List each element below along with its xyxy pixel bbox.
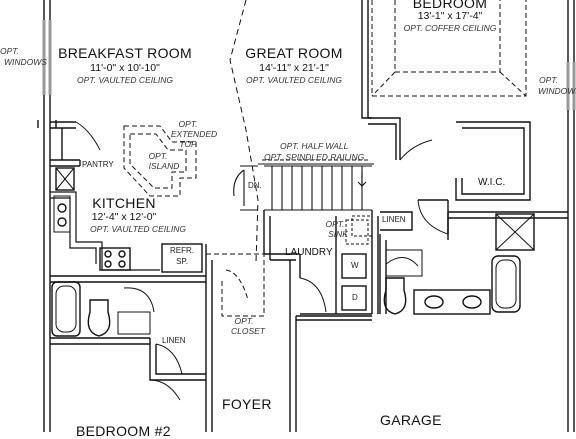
pantry-label: PANTRY (82, 160, 114, 169)
laundry-walls (263, 210, 379, 314)
linen-upper-label: LINEN (382, 215, 406, 224)
hall-wall-left (205, 244, 213, 432)
opt-island-1: OPT. (148, 151, 168, 161)
bedroom-main-name: BEDROOM (412, 0, 488, 11)
breakfast-room-note: OPT. VAULTED CEILING (77, 75, 173, 85)
refr-space-2: SP. (176, 257, 188, 266)
opt-closet (206, 253, 265, 317)
linen-lower-label: LINEN (162, 336, 186, 345)
bedroom-main-dims: 13'-1" x 17'-4" (417, 10, 483, 22)
opt-closet-2: CLOSET (230, 326, 266, 336)
kitchen-note: OPT. VAULTED CEILING (90, 224, 186, 234)
opt-windows-left-2: WINDOWS (4, 57, 47, 67)
opt-half-wall: OPT. HALF WALL (280, 141, 349, 151)
toilet-master (383, 277, 407, 315)
kitchen-name: KITCHEN (92, 195, 156, 211)
breakfast-wall-bottom (50, 121, 76, 129)
wic-walls (455, 121, 531, 201)
wic-name: W.I.C. (478, 177, 506, 188)
opt-closet-1: OPT. (234, 316, 254, 326)
laundry-name: LAUNDRY (285, 247, 333, 258)
bath-tub (491, 255, 521, 313)
garage-name: GARAGE (380, 412, 442, 428)
double-vanity (413, 289, 491, 315)
refr-space-1: REFR. (170, 246, 194, 255)
bath-shower (495, 213, 535, 251)
opt-island-2: ISLAND (148, 161, 180, 171)
washer-label: W (351, 261, 359, 270)
refrigerator-space (161, 243, 203, 273)
washer (341, 253, 367, 279)
master-bath-walls (379, 211, 568, 314)
great-room-dims: 14'-11" x 21'-1" (259, 62, 329, 74)
opt-windows-right-1: OPT. (539, 75, 559, 85)
opt-windows-left-1: OPT. (0, 46, 20, 56)
coffer-ceiling-outer (371, 0, 527, 97)
breakfast-room-name: BREAKFAST ROOM (58, 45, 192, 61)
dryer (341, 285, 367, 311)
foyer-name: FOYER (222, 396, 272, 412)
bath2-walls (50, 275, 206, 345)
toilet-bath2 (87, 299, 111, 337)
vaulted-boundary (229, 0, 259, 263)
kitchen-sink (53, 195, 71, 233)
stair-run (233, 159, 374, 211)
bedroom2-name: BEDROOM #2 (76, 423, 171, 439)
great-room-note: OPT. VAULTED CEILING (246, 75, 342, 85)
breakfast-room-dims: 11'-0" x 10'-10" (90, 62, 160, 74)
opt-spindled-railing: OPT. SPINDLED RAILING (264, 152, 365, 162)
range-top (99, 247, 131, 271)
kitchen-dims: 12'-4" x 12'-0" (91, 211, 157, 223)
bath2-tub (51, 281, 81, 337)
opt-windows-right-2: WINDOWS (538, 86, 576, 96)
great-room-name: GREAT ROOM (245, 45, 343, 61)
opt-extended-top-1: OPT. (178, 119, 198, 129)
opt-extended-top-2: EXTENDED (170, 129, 218, 139)
garage-wall (289, 260, 297, 432)
bedroom-wall-left (361, 0, 372, 119)
window-right (566, 62, 576, 110)
bedroom-main-note: OPT. COFFER CEILING (403, 23, 497, 33)
opt-extended-top (123, 125, 197, 197)
opt-sink-1: OPT. (325, 219, 345, 229)
stairs-down-label: DN. (248, 181, 262, 190)
window-left (42, 20, 52, 95)
bedroom-wall-bottom (368, 117, 401, 160)
opt-sink-2: SINK (328, 229, 348, 239)
dryer-label: D (352, 293, 358, 302)
opt-extended-top-3: TOP (179, 139, 197, 149)
pantry-walls (50, 159, 81, 167)
